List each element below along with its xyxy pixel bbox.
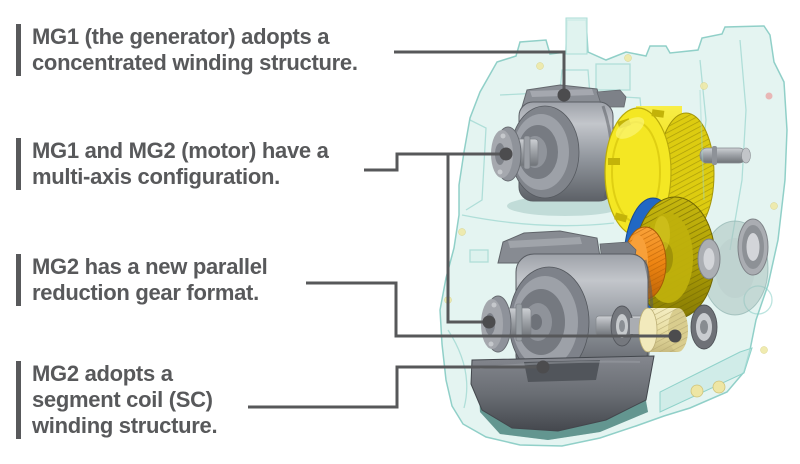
leader-dot-mg2-housing xyxy=(536,360,550,374)
housing-cast-details xyxy=(447,39,773,409)
callout-text-line: multi-axis configuration. xyxy=(32,164,280,189)
mg1-output-shaft xyxy=(699,146,751,165)
callout-multi-axis: MG1 and MG2 (motor) have a multi-axis co… xyxy=(16,138,329,190)
callout-reduction-gear: MG2 has a new parallel reduction gear fo… xyxy=(16,254,268,306)
housing-top-boss xyxy=(565,17,588,55)
callout-text-line: reduction gear format. xyxy=(32,280,259,305)
flange-bolt-hole xyxy=(690,384,704,398)
callout-text-line: concentrated winding structure. xyxy=(32,50,358,75)
callout-text-line: MG2 adopts a xyxy=(32,361,173,386)
housing-bottom-flange xyxy=(659,347,753,413)
mg2-lower-housing xyxy=(470,355,655,432)
callout-leader-lines xyxy=(248,50,682,409)
callout-text-line: MG2 has a new parallel xyxy=(32,254,268,279)
leader-sc-winding xyxy=(248,365,543,409)
mg1-generator xyxy=(491,84,627,202)
differential-bearings xyxy=(697,218,769,280)
leader-multi-axis-mg1 xyxy=(364,152,506,172)
mg2-bracket-highlight xyxy=(508,237,582,248)
mg2-end-rings xyxy=(508,266,590,378)
leader-dot-mg1-winding xyxy=(557,88,571,102)
callout-text-line: MG1 (the generator) adopts a xyxy=(32,24,330,49)
leader-dot-mg2-shaft xyxy=(482,315,496,329)
red-accent xyxy=(765,92,773,100)
leader-dot-mg1-shaft xyxy=(499,147,513,161)
leader-mg1-winding xyxy=(394,50,566,95)
leader-multi-axis-mg2 xyxy=(446,154,489,324)
gear-highlight xyxy=(615,117,645,139)
flange-bolt-hole xyxy=(712,380,726,394)
leader-dot-reduction-gear xyxy=(668,329,682,343)
output-shaft-gear xyxy=(638,307,688,353)
callout-mg1-winding: MG1 (the generator) adopts a concentrate… xyxy=(16,24,358,76)
callout-text-line: winding structure. xyxy=(32,413,218,438)
callout-text-line: segment coil (SC) xyxy=(32,387,213,412)
callout-sc-winding: MG2 adopts a segment coil (SC) winding s… xyxy=(16,361,218,439)
leader-reduction-gear xyxy=(306,281,675,338)
callout-text-line: MG1 and MG2 (motor) have a xyxy=(32,138,329,163)
mg2-motor xyxy=(470,230,655,432)
